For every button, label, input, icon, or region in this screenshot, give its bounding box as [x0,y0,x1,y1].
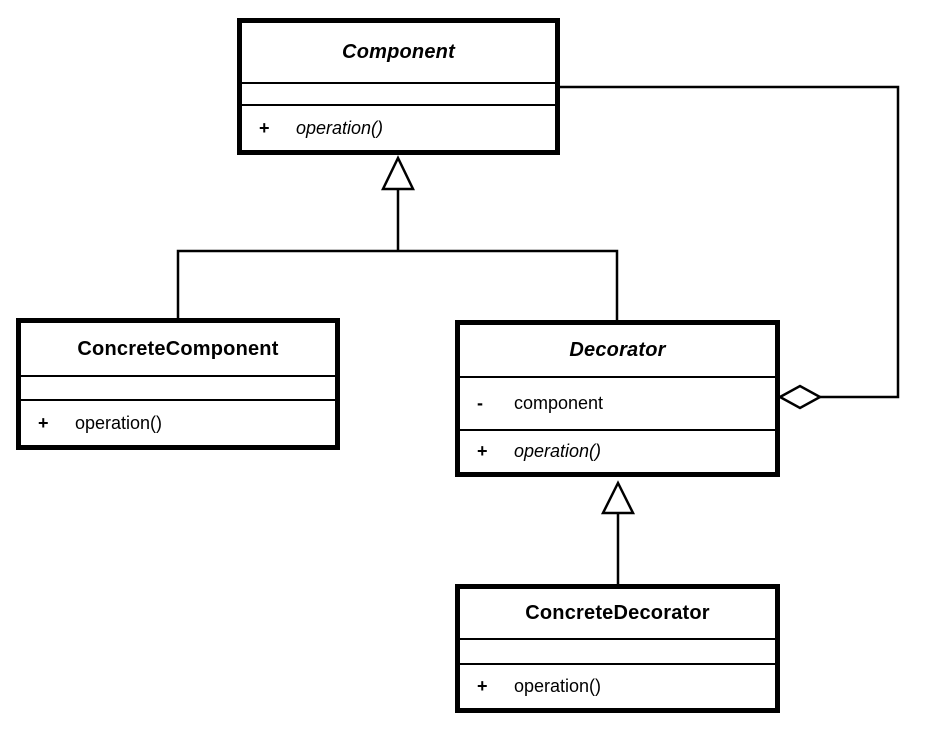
attributes-compartment-concrete-decorator [460,638,775,663]
operation-signature: operation() [75,412,163,433]
attribute-row: - component [460,378,775,429]
aggregation-line-decorator-component [560,85,900,399]
attributes-compartment-component [242,82,555,104]
class-name-decorator: Decorator [569,339,666,361]
generalization-triangle-icon-decorator [600,480,636,515]
visibility-sign: + [477,441,488,461]
visibility-sign: + [259,117,270,138]
attributes-compartment-decorator: - component [460,376,775,429]
class-box-component: Component + operation() [237,18,560,155]
operations-compartment-component: + operation() [242,104,555,150]
class-box-decorator: Decorator - component + operation() [455,320,780,477]
operations-compartment-decorator: + operation() [460,429,775,472]
attribute-name: component [514,393,604,413]
visibility-sign: + [477,676,488,696]
generalization-triangle-icon-component [381,155,415,191]
operation-row: + operation() [460,665,775,708]
operation-row: + operation() [460,431,775,472]
operations-compartment-concrete-decorator: + operation() [460,663,775,708]
attributes-compartment-concrete-component [21,375,335,399]
operation-signature: operation() [514,676,602,696]
class-name-component: Component [342,41,455,63]
operation-row: + operation() [21,401,335,445]
class-box-concrete-component: ConcreteComponent + operation() [16,318,340,450]
operation-row: + operation() [242,106,555,150]
visibility-sign: - [477,393,483,413]
operation-signature: operation() [296,117,384,138]
visibility-sign: + [38,412,49,433]
class-name-concrete-decorator: ConcreteDecorator [525,602,710,624]
generalization-line-to-component [176,189,619,321]
operation-signature: operation() [514,441,602,461]
aggregation-diamond-icon [777,384,823,410]
class-box-concrete-decorator: ConcreteDecorator + operation() [455,584,780,713]
operations-compartment-concrete-component: + operation() [21,399,335,445]
class-name-concrete-component: ConcreteComponent [77,337,279,360]
